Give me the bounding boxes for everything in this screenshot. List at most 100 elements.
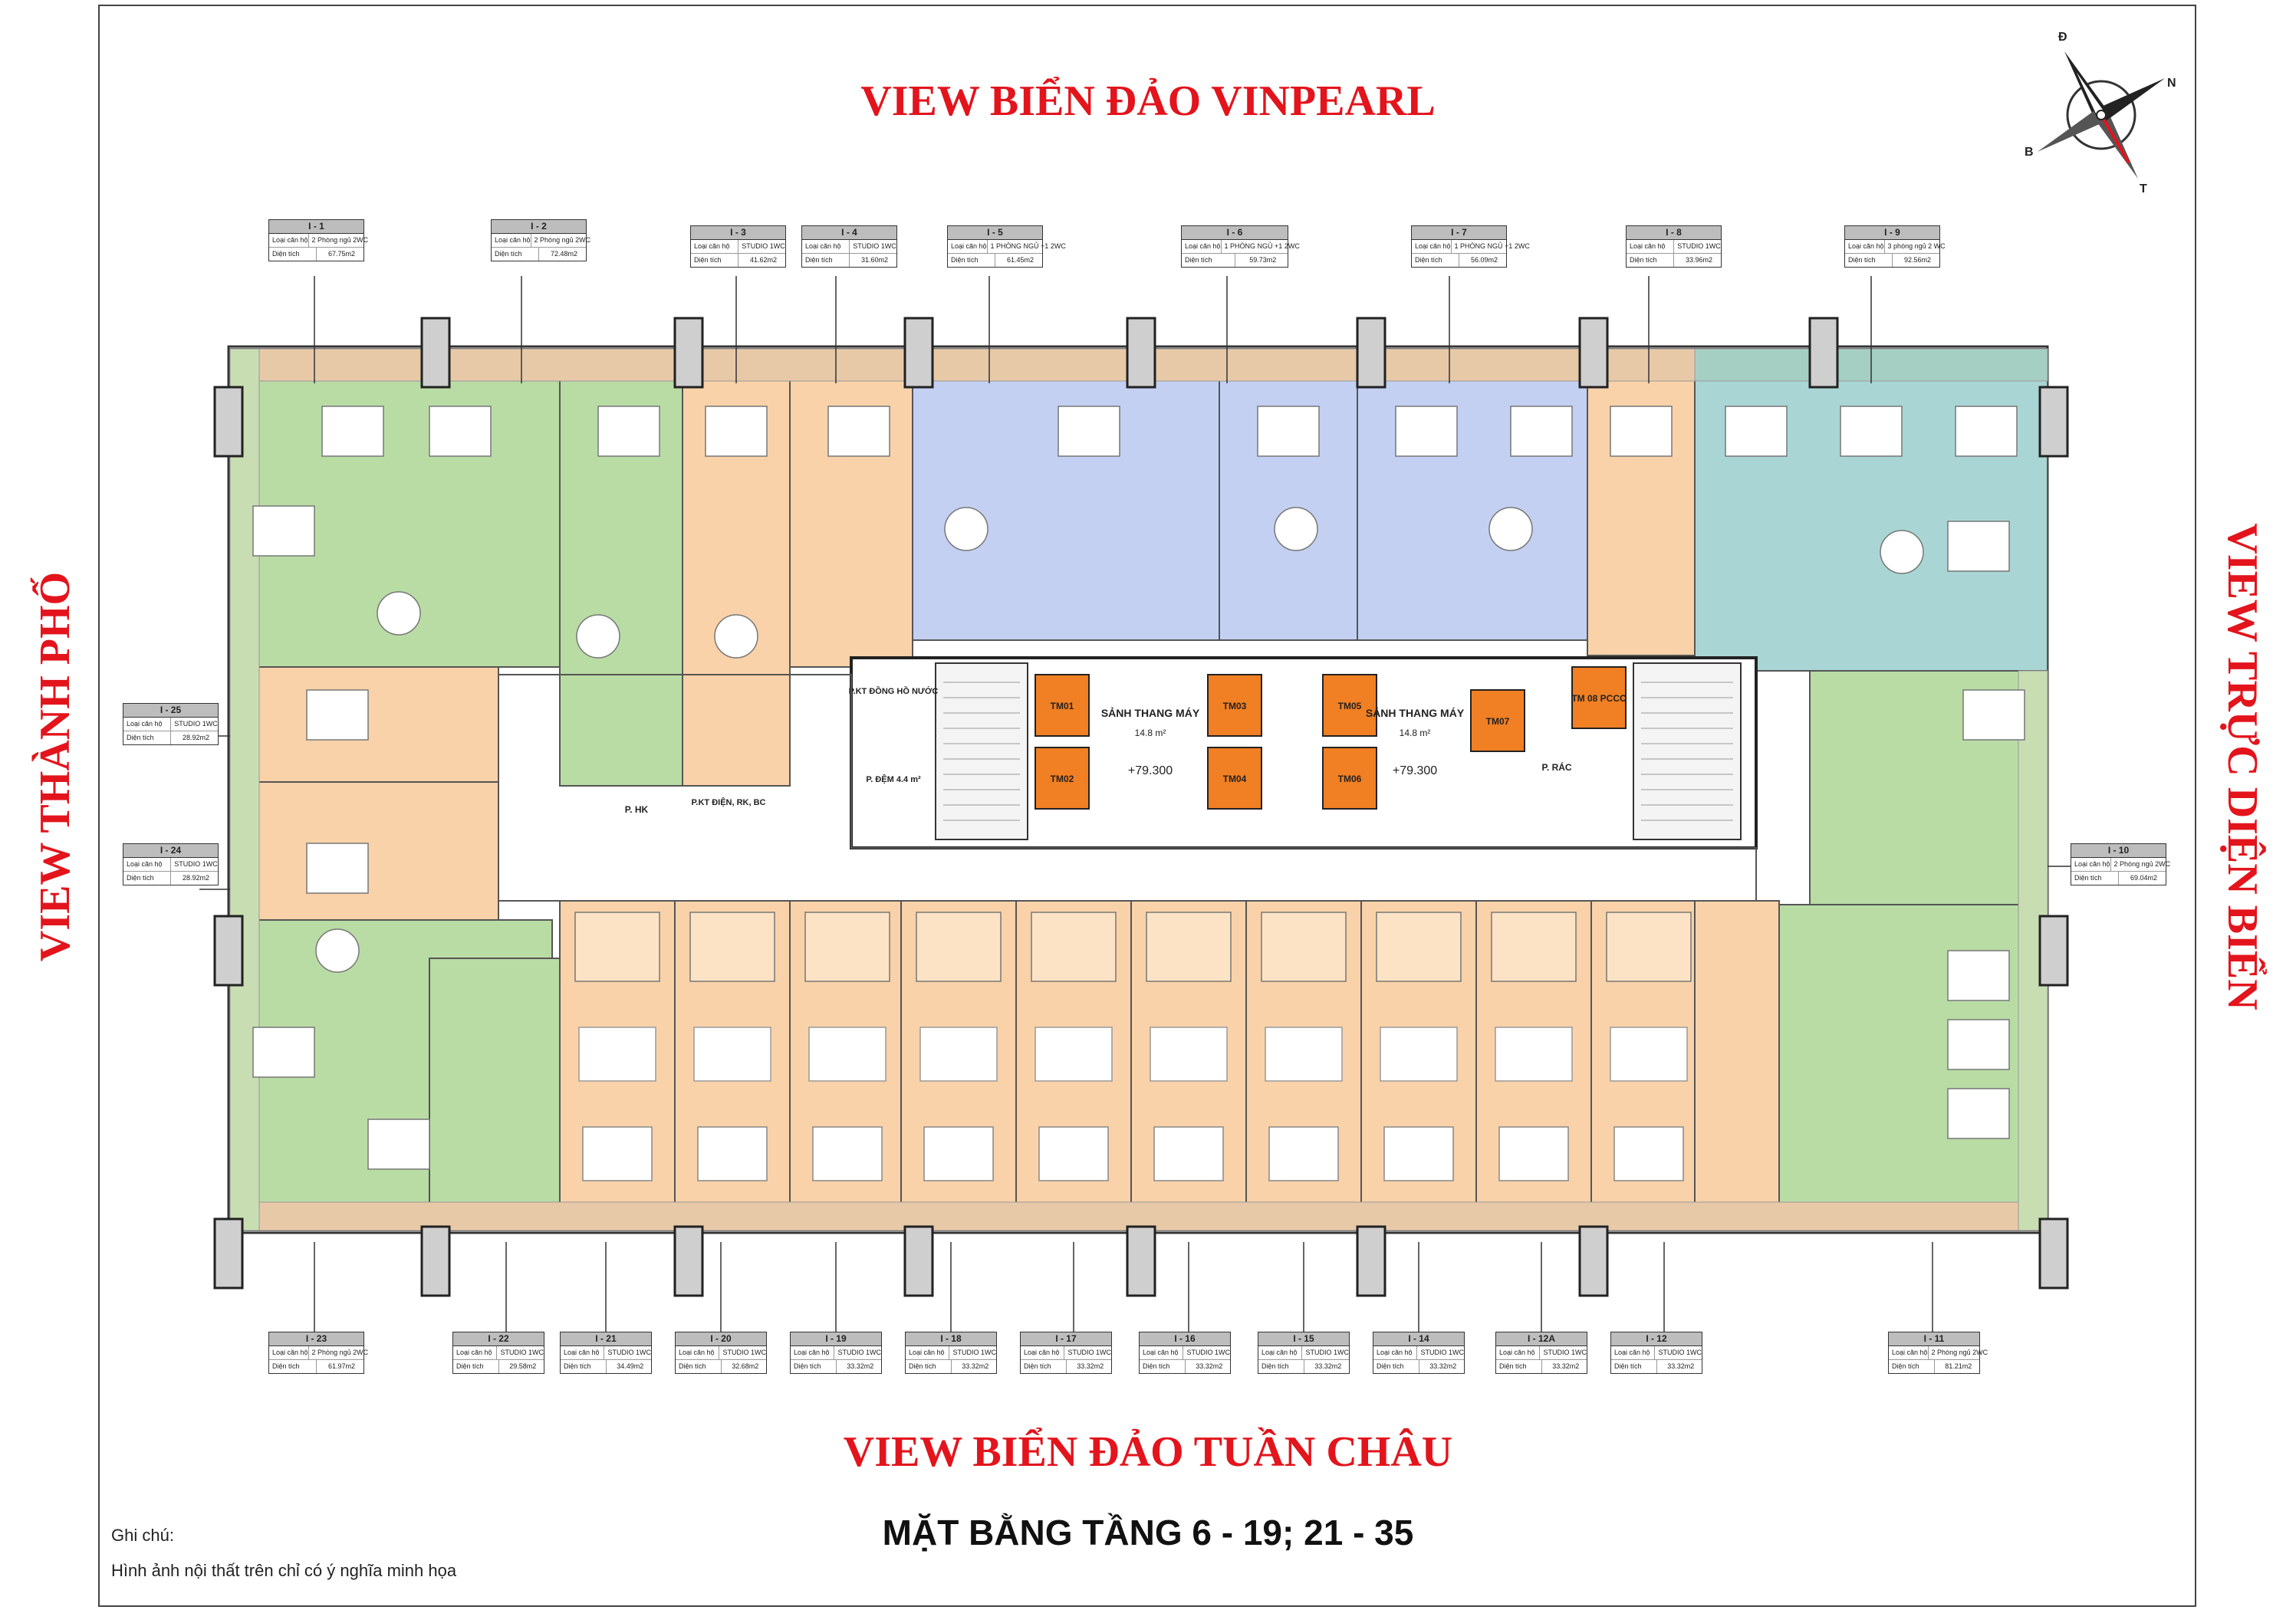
column-10 [420,1225,451,1297]
unit-type-value: 3 phòng ngủ 2 WC [1883,240,1946,253]
unit-id: I - 4 [802,226,896,240]
unit-id: I - 18 [906,1332,996,1346]
column-2 [673,317,704,389]
compass-label-west: T [2140,182,2147,195]
unit-type-label: Loại căn hộ [272,236,308,244]
lobby-area-right: 14.8 m² [1400,728,1431,738]
column-13 [1126,1225,1156,1297]
unit-id: I - 7 [1412,226,1506,240]
unit-area-label: Diện tích [1024,1362,1051,1370]
bed-3 [705,406,768,457]
unit-area-value: 59.73m2 [1234,254,1288,267]
bed-I-14 [1498,1126,1569,1181]
bed-10 [1725,406,1788,457]
unit-type-label: Loại căn hộ [456,1349,492,1356]
bathroom-I-12A [1606,912,1692,982]
column-8 [2038,386,2069,458]
unit-id: I - 5 [948,226,1042,240]
unit-type-label: Loại căn hộ [495,236,531,244]
desk-I-20 [808,1027,886,1082]
unit-id: I - 14 [1373,1332,1464,1346]
unit-type-label: Loại căn hộ [1614,1349,1650,1356]
column-14 [1356,1225,1386,1297]
bathroom-I-21 [689,912,775,982]
unit-area-value: 29.58m2 [498,1360,544,1373]
unit-area-value: 61.45m2 [995,254,1042,267]
bed-15 [1962,689,2025,741]
unit-id: I - 10 [2071,844,2166,858]
unit-area-label: Diện tích [805,256,833,264]
unit-area-label: Diện tích [1614,1362,1642,1370]
unit-I-6-area [1219,348,1358,641]
unit-type-label: Loại căn hộ [951,242,987,250]
bed-I-18 [1038,1126,1109,1181]
unit-id: I - 25 [123,704,218,718]
unit-type-value: STUDIO 1WC [1301,1346,1349,1359]
dining-table-4 [1274,507,1318,551]
unit-type-value: STUDIO 1WC [604,1346,651,1359]
unit-type-label: Loại căn hộ [1892,1349,1928,1356]
unit-area-value: 31.60m2 [849,254,896,267]
bed-19 [252,1027,315,1078]
bed-0 [321,406,384,457]
unit-type-value: STUDIO 1WC [1064,1346,1111,1359]
unit-id: I - 12A [1496,1332,1587,1346]
unit-type-value: 2 Phòng ngủ 2WC [1927,1346,1988,1359]
unit-id: I - 6 [1182,226,1288,240]
dining-table-2 [714,614,758,659]
bed-6 [1257,406,1320,457]
room-label-1: P. ĐỆM 4.4 m² [866,774,921,784]
bathroom-I-14 [1491,912,1577,982]
corridor-outline [498,674,1757,902]
unit-id: I - 2 [492,220,586,234]
compass-label-east: Đ [2058,31,2067,44]
bed-18 [1947,1088,2010,1139]
unit-id: I - 24 [123,844,218,858]
unit-area-value: 33.96m2 [1673,254,1721,267]
elevator-label-0: TM01 [1051,701,1074,711]
unit-area-value: 28.92m2 [170,731,218,744]
unit-I-22-lobby [429,958,561,1231]
unit-I-8-area [1587,348,1696,656]
bed-21 [306,689,369,741]
unit-area-value: 33.32m2 [835,1360,882,1373]
unit-area-value: 56.09m2 [1459,254,1506,267]
compass-label-north: B [2025,146,2034,159]
unit-id: I - 9 [1845,226,1939,240]
unit-area-label: Diện tích [2074,874,2102,882]
unit-area-label: Diện tích [272,250,300,258]
desk-I-16 [1265,1027,1343,1082]
bed-12 [1955,406,2018,457]
unit-area-value: 33.32m2 [1065,1360,1112,1373]
column-12 [903,1225,934,1297]
stair-right [1633,662,1742,840]
compass-icon: Đ N B T [2017,31,2186,199]
unit-area-label: Diện tích [794,1362,821,1370]
bathroom-I-15 [1376,912,1462,982]
desk-I-15 [1380,1027,1458,1082]
